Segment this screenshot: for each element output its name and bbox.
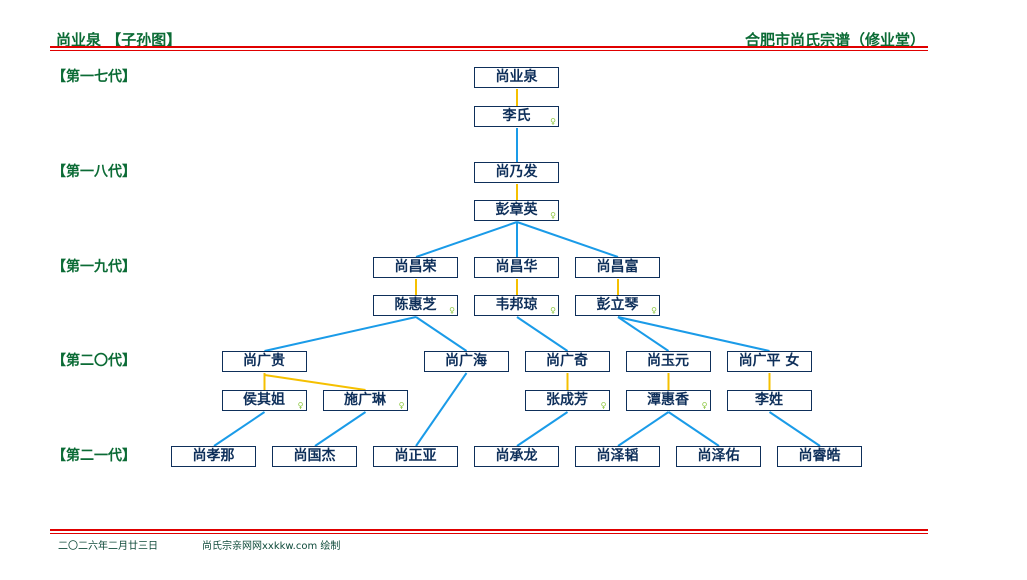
person-box[interactable]: 陈惠芝 ♀ (373, 295, 458, 316)
person-box[interactable]: 彭章英 ♀ (474, 200, 559, 221)
child-link (617, 316, 770, 352)
child-link (516, 221, 619, 258)
generation-label: 【第一八代】 (52, 164, 136, 180)
person-box[interactable]: 尚昌华 (474, 257, 559, 278)
chart-title: 尚业泉 【子孙图】 (56, 31, 182, 49)
footer-rule (50, 529, 928, 531)
generation-label: 【第二〇代】 (52, 353, 136, 369)
generation-label: 【第一九代】 (52, 259, 136, 275)
female-icon: ♀ (449, 306, 455, 315)
header-rule (50, 50, 928, 51)
person-box[interactable]: 尚广奇 (524, 351, 610, 372)
person-box[interactable]: 尚广平 女 (726, 351, 812, 372)
person-box[interactable]: 张成芳 ♀ (524, 390, 610, 411)
child-link (213, 411, 266, 447)
person-name: 侯其姐 (243, 392, 285, 408)
person-name: 李姓 (755, 392, 783, 408)
person-name: 尚睿皓 (798, 448, 841, 464)
female-icon: ♀ (398, 401, 405, 410)
person-name: 尚孝那 (192, 448, 235, 464)
person-box[interactable]: 尚承龙 (474, 446, 559, 467)
person-box[interactable]: 尚广海 (423, 351, 509, 372)
person-box[interactable]: 侯其姐 ♀ (221, 390, 307, 411)
person-box[interactable]: 尚广贵 (221, 351, 307, 372)
person-box[interactable]: 尚玉元 (625, 351, 711, 372)
female-icon: ♀ (550, 117, 556, 126)
footer-rule (50, 533, 928, 534)
person-name: 尚昌华 (495, 259, 538, 275)
person-box[interactable]: 尚正亚 (373, 446, 458, 467)
female-icon: ♀ (550, 306, 556, 315)
child-link (768, 411, 821, 447)
person-name: 尚玉元 (647, 353, 689, 369)
person-box[interactable]: 李氏 ♀ (474, 106, 559, 127)
person-box[interactable]: 李姓 (726, 390, 812, 411)
person-box[interactable]: 尚昌富 (575, 257, 660, 278)
child-link (516, 411, 569, 447)
person-box[interactable]: 潭惠香 ♀ (625, 390, 711, 411)
person-name: 彭立琴 (596, 297, 639, 313)
clan-title: 合肥市尚氏宗谱（修业堂） (744, 31, 925, 49)
female-icon: ♀ (550, 211, 556, 220)
person-name: 施广琳 (344, 392, 386, 408)
child-link (415, 221, 518, 258)
spouse-link (264, 374, 366, 391)
person-box[interactable]: 尚国杰 (272, 446, 357, 467)
person-box[interactable]: 尚乃发 (474, 162, 559, 183)
person-box[interactable]: 尚泽佑 (676, 446, 761, 467)
person-name: 尚昌荣 (394, 259, 437, 275)
person-box[interactable]: 尚泽韬 (575, 446, 660, 467)
person-name: 彭章英 (495, 202, 538, 218)
person-name: 陈惠芝 (394, 297, 437, 313)
person-name: 李氏 (502, 108, 531, 124)
person-name: 尚广奇 (546, 353, 588, 369)
person-name: 尚广平 女 (738, 353, 800, 369)
person-box[interactable]: 彭立琴 ♀ (575, 295, 660, 316)
child-link (314, 411, 367, 447)
person-box[interactable]: 尚孝那 (171, 446, 256, 467)
person-name: 尚乃发 (495, 164, 538, 180)
person-name: 尚正亚 (394, 448, 437, 464)
footer-credit: 尚氏宗亲网网xxkkw.com 绘制 (202, 541, 341, 552)
child-link (617, 316, 670, 352)
person-box[interactable]: 尚昌荣 (373, 257, 458, 278)
header-rule (50, 46, 928, 48)
person-name: 尚广海 (445, 353, 487, 369)
person-name: 尚国杰 (293, 448, 336, 464)
female-icon: ♀ (701, 401, 708, 410)
person-box[interactable]: 施广琳 ♀ (322, 390, 408, 411)
person-name: 尚泽佑 (697, 448, 740, 464)
child-link (667, 411, 720, 447)
person-name: 尚泽韬 (596, 448, 639, 464)
person-box[interactable]: 尚睿皓 (777, 446, 862, 467)
child-link (617, 411, 670, 447)
generation-label: 【第一七代】 (52, 69, 136, 85)
footer-date: 二〇二六年二月廿三日 (58, 541, 158, 552)
person-name: 尚广贵 (243, 353, 285, 369)
child-link (415, 316, 468, 352)
child-link (516, 316, 569, 352)
female-icon: ♀ (651, 306, 657, 315)
person-box[interactable]: 尚业泉 (474, 67, 559, 88)
person-name: 张成芳 (546, 392, 588, 408)
person-box[interactable]: 韦邦琼 ♀ (474, 295, 559, 316)
female-icon: ♀ (297, 401, 304, 410)
female-icon: ♀ (600, 401, 607, 410)
person-name: 尚昌富 (596, 259, 639, 275)
person-name: 韦邦琼 (495, 297, 538, 313)
person-name: 潭惠香 (647, 392, 689, 408)
child-link (415, 372, 468, 447)
child-link (264, 316, 417, 352)
person-name: 尚业泉 (495, 69, 538, 85)
generation-label: 【第二一代】 (52, 448, 136, 464)
person-name: 尚承龙 (495, 448, 538, 464)
